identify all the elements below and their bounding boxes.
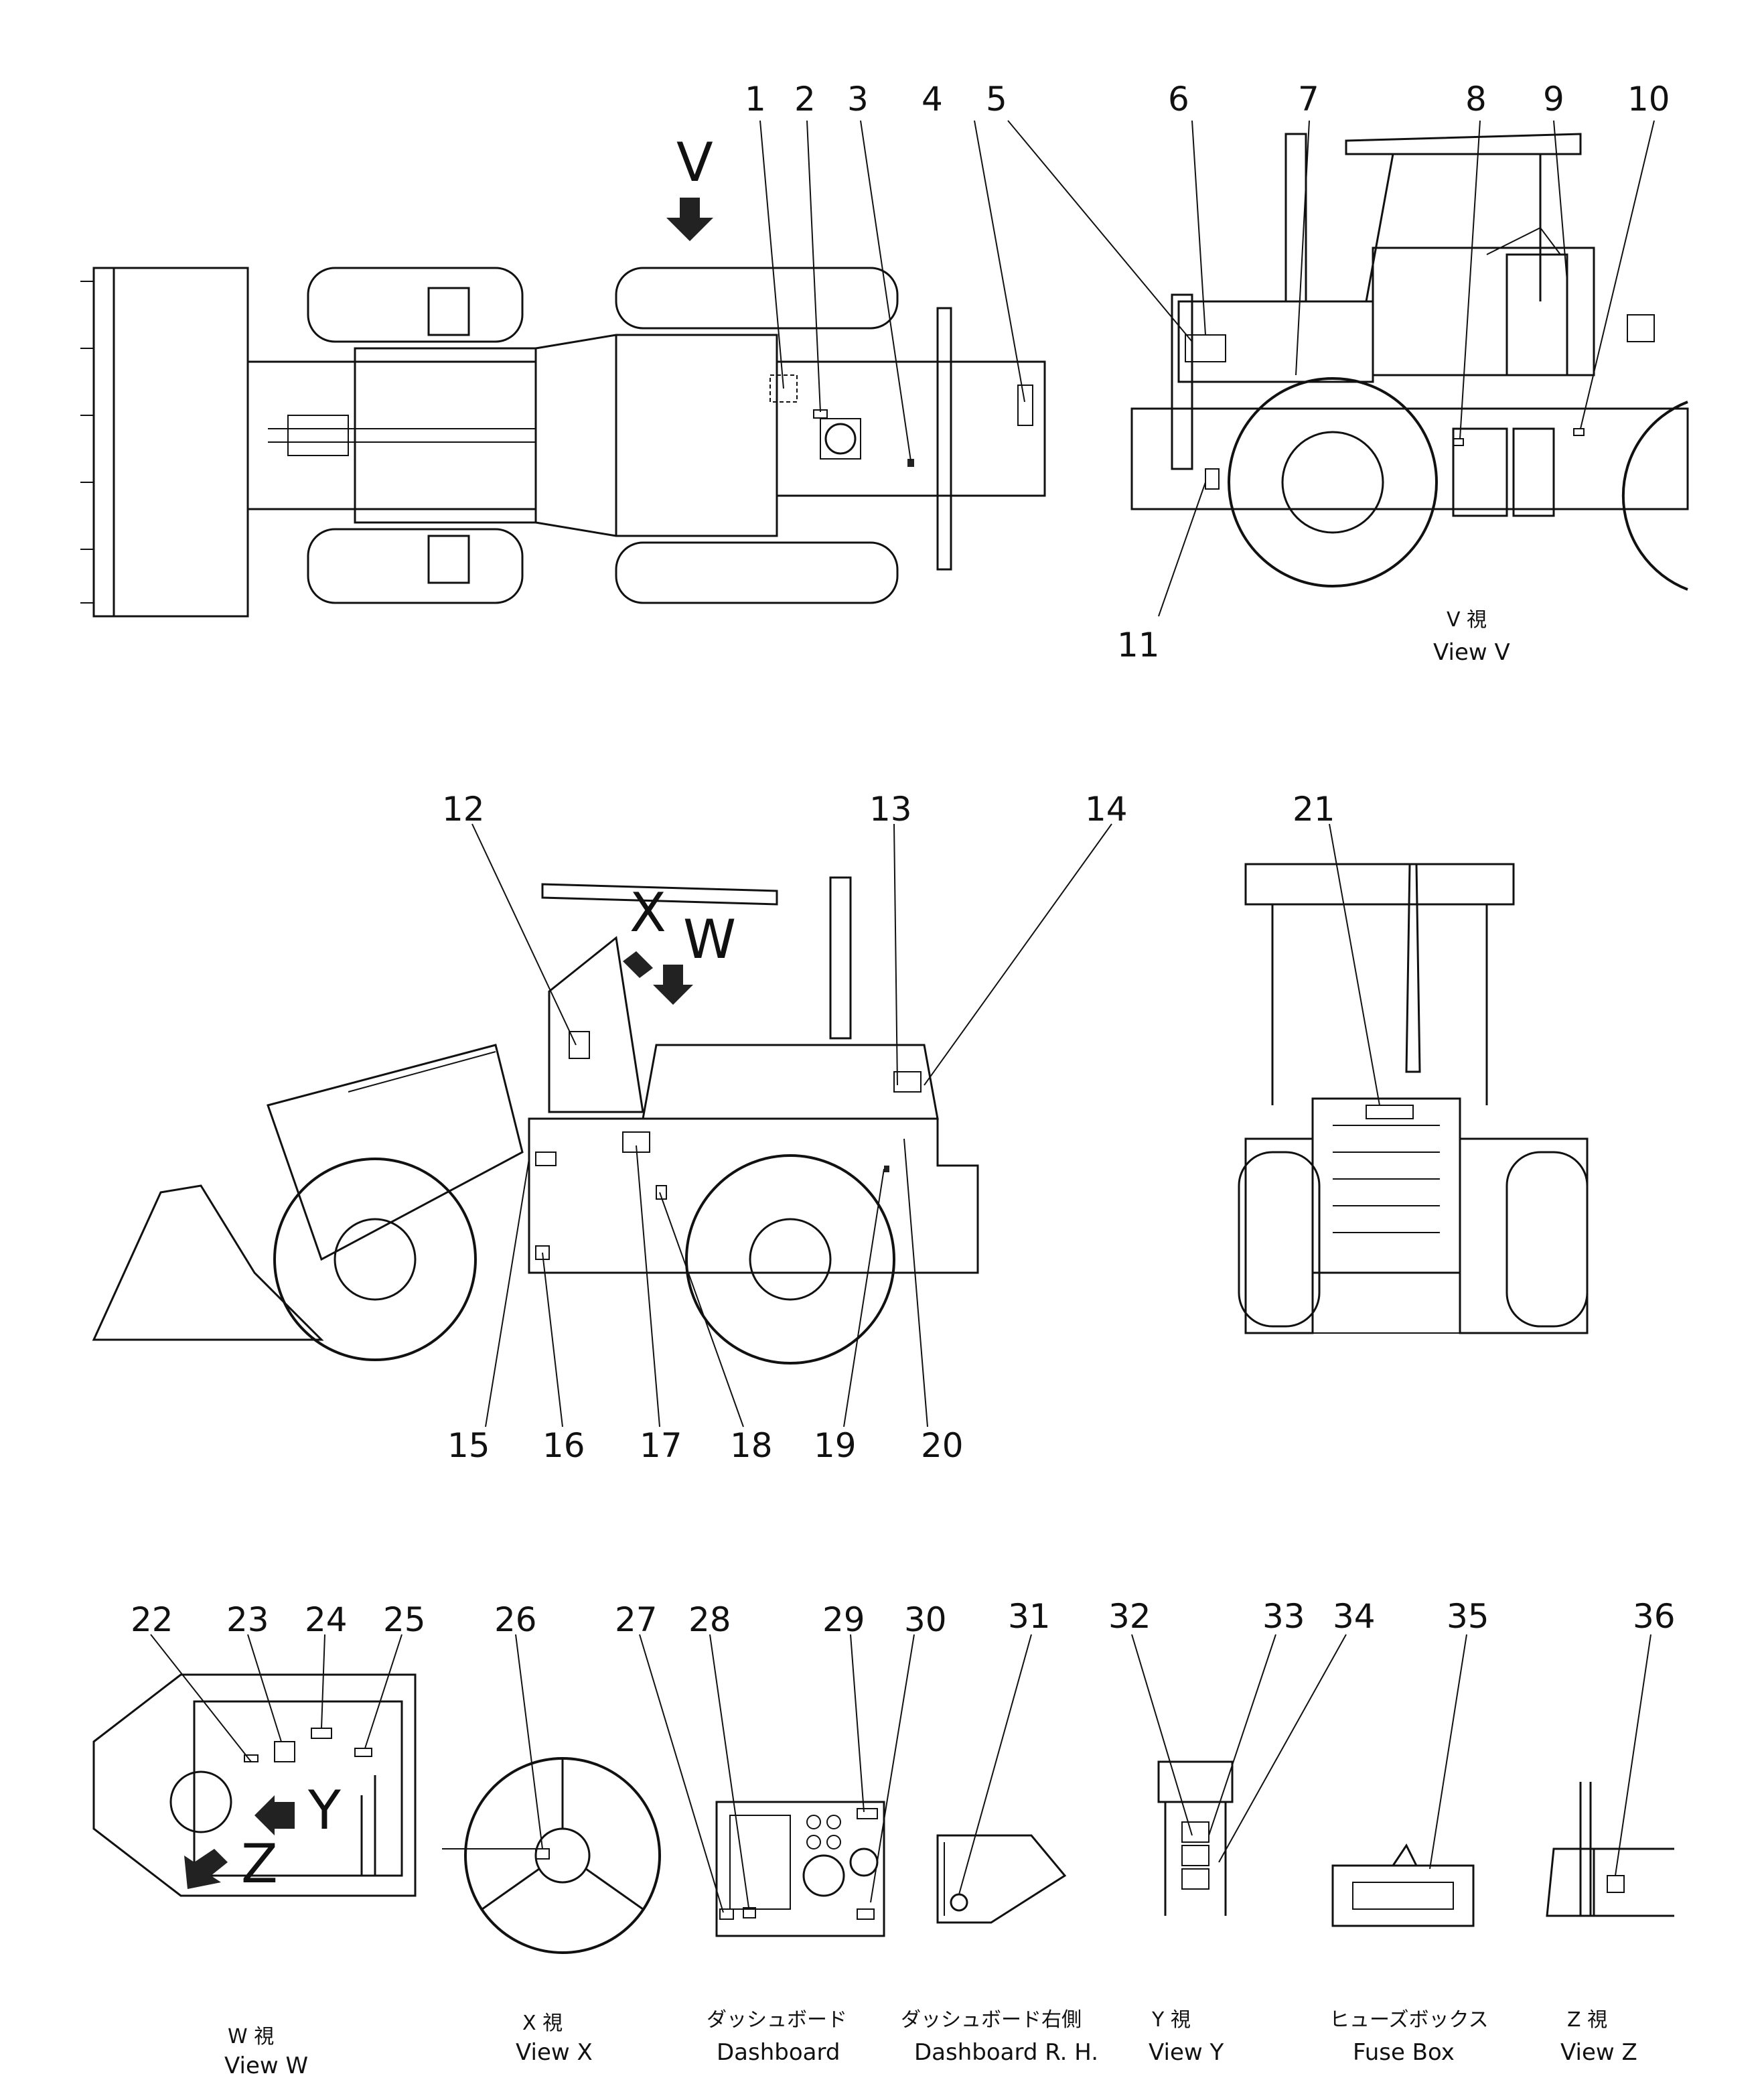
view-w-caption-en: View W — [224, 2052, 308, 2079]
callout-28: 28 — [688, 1600, 731, 1639]
callout-24: 24 — [305, 1600, 348, 1639]
callout-1: 1 — [745, 80, 766, 119]
view-marker-x: X — [630, 882, 666, 944]
fuse-box-caption-jp: ヒューズボックス — [1329, 2008, 1489, 2032]
view-z-caption-en: View Z — [1560, 2039, 1637, 2066]
dashboard-rh-caption-en: Dashboard R. H. — [914, 2039, 1098, 2066]
callout-17: 17 — [640, 1426, 682, 1465]
callout-31: 31 — [1008, 1597, 1051, 1636]
callout-34: 34 — [1333, 1597, 1376, 1636]
callout-2: 2 — [794, 80, 816, 119]
callout-18: 18 — [730, 1426, 773, 1465]
callout-6: 6 — [1168, 80, 1189, 119]
view-w-caption-jp: W 視 — [228, 2025, 274, 2048]
callout-30: 30 — [904, 1600, 947, 1639]
callout-9: 9 — [1543, 80, 1564, 119]
callout-12: 12 — [442, 790, 485, 829]
view-y-caption-jp: Y 視 — [1151, 2008, 1191, 2032]
view-marker-v: V — [676, 131, 713, 194]
callout-13: 13 — [869, 790, 912, 829]
dashboard-rh-drawing: ダッシュボード右側 Dashboard R. H. — [901, 1634, 1098, 2066]
view-z-caption-jp: Z 視 — [1567, 2008, 1607, 2032]
view-marker-z: Z — [241, 1833, 278, 1895]
callout-8: 8 — [1465, 80, 1487, 119]
view-x-caption-en: View X — [516, 2039, 593, 2066]
callout-5: 5 — [986, 80, 1007, 119]
view-z-drawing: Z 視 View Z — [1546, 1634, 1674, 2066]
view-marker-y: Y — [307, 1779, 342, 1841]
callout-20: 20 — [921, 1426, 964, 1465]
callout-32: 32 — [1108, 1597, 1151, 1636]
callout-14: 14 — [1085, 790, 1128, 829]
callout-21: 21 — [1293, 790, 1335, 829]
fuse-box-caption-en: Fuse Box — [1353, 2039, 1455, 2066]
dashboard-rh-caption-jp: ダッシュボード右側 — [901, 2008, 1082, 2032]
view-y-caption-en: View Y — [1149, 2039, 1224, 2066]
rear-view-drawing — [1238, 823, 1589, 1334]
callout-3: 3 — [847, 80, 869, 119]
callout-7: 7 — [1298, 80, 1319, 119]
callout-11: 11 — [1117, 626, 1160, 665]
view-v-caption-jp: V 視 — [1447, 608, 1487, 632]
top-view-drawing: V — [80, 120, 1046, 618]
view-w-drawing: Y Z W 視 View W — [92, 1634, 417, 2079]
view-v-caption-en: View V — [1433, 639, 1510, 666]
callout-35: 35 — [1447, 1597, 1489, 1636]
fuse-box-drawing: ヒューズボックス Fuse Box — [1329, 1634, 1489, 2066]
callout-26: 26 — [494, 1600, 537, 1639]
view-y-drawing: Y 視 View Y — [1131, 1634, 1347, 2066]
callout-4: 4 — [922, 80, 943, 119]
callout-10: 10 — [1627, 80, 1670, 119]
callout-16: 16 — [542, 1426, 585, 1465]
side-view-drawing: X W — [92, 823, 1112, 1427]
callout-numbers: 1 2 3 4 5 6 7 8 9 10 11 12 13 14 15 16 1… — [131, 80, 1676, 1639]
callout-29: 29 — [822, 1600, 865, 1639]
callout-23: 23 — [226, 1600, 269, 1639]
view-x-drawing: X 視 View X — [442, 1634, 661, 2066]
callout-15: 15 — [447, 1426, 490, 1465]
callout-27: 27 — [615, 1600, 658, 1639]
callout-33: 33 — [1262, 1597, 1305, 1636]
dashboard-drawing: ダッシュボード Dashboard — [639, 1634, 915, 2066]
view-x-caption-jp: X 視 — [522, 2012, 563, 2035]
callout-25: 25 — [383, 1600, 426, 1639]
callout-19: 19 — [814, 1426, 857, 1465]
dashboard-caption-en: Dashboard — [717, 2039, 840, 2066]
dashboard-caption-jp: ダッシュボード — [707, 2008, 847, 2032]
callout-36: 36 — [1633, 1597, 1676, 1636]
view-marker-w: W — [683, 908, 736, 971]
view-v-drawing: V 視 View V — [1007, 120, 1689, 666]
callout-22: 22 — [131, 1600, 173, 1639]
